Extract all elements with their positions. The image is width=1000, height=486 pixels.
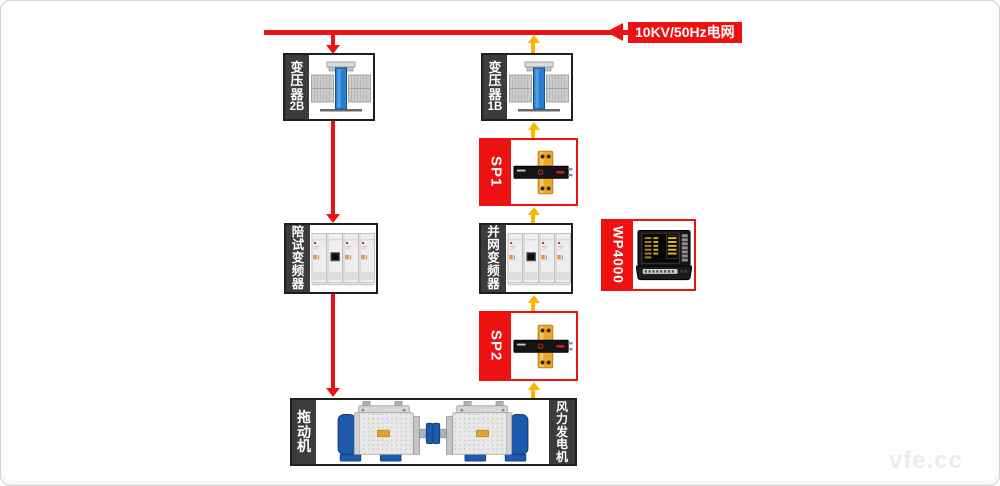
grid-label: 10KV/50Hz电网 [628, 22, 742, 43]
flow-arrowhead-gridconv-to-sp1 [528, 207, 540, 215]
grid-flow-arrowhead [606, 23, 623, 41]
node-label-sp2: SP2 [481, 313, 511, 379]
flow-arrowhead-1b-to-grid [528, 35, 540, 43]
grid-bus-line [264, 30, 628, 35]
node-motor-generator-bench: 拖动机 [290, 398, 577, 466]
sp-sensor-image [511, 140, 576, 204]
flow-line-grid-to-2b [331, 34, 335, 47]
flow-arrowhead-sp2-to-gridconv [528, 295, 540, 303]
flow-arrowhead-grid-to-2b [326, 45, 340, 54]
sp-sensor-image [511, 313, 576, 379]
flow-line-sp2-to-gridconv [531, 302, 535, 311]
flow-arrowhead-2b-to-test-converter [326, 214, 340, 223]
wp4000-analyzer-image [633, 221, 694, 289]
flow-arrowhead-testconv-to-motor [326, 388, 340, 397]
node-sp2-sensor: SP2 [479, 311, 578, 381]
watermark: vfe.cc [888, 447, 963, 474]
node-label-sp1: SP1 [481, 140, 511, 204]
node-label-drive-motor: 拖动机 [292, 400, 316, 464]
node-test-converter: 陪试变频器 [284, 223, 378, 294]
flow-line-2b-to-test-converter [331, 121, 335, 215]
flow-line-sp1-to-1b [531, 129, 535, 138]
node-label-grid-converter: 并网变频器 [481, 225, 506, 292]
flow-line-generator-to-sp2 [531, 389, 535, 398]
transformer-image [309, 55, 373, 119]
flow-line-gridconv-to-sp1 [531, 214, 535, 223]
flow-arrowhead-generator-to-sp2 [528, 382, 540, 390]
inverter-cabinet-image [506, 225, 571, 292]
transformer-image [507, 55, 571, 119]
flow-arrowhead-sp1-to-1b [528, 122, 540, 130]
inverter-cabinet-image [310, 225, 376, 292]
motor-pair-image [316, 400, 549, 464]
node-sp1-sensor: SP1 [479, 138, 578, 206]
flow-line-1b-to-grid [531, 42, 535, 53]
node-wp4000-analyzer: WP4000 [601, 219, 696, 291]
node-grid-converter: 并网变频器 [479, 223, 573, 294]
node-label-wp4000: WP4000 [603, 221, 633, 289]
node-label-test-converter: 陪试变频器 [286, 225, 310, 292]
flow-line-testconv-to-motor [331, 294, 335, 389]
node-label-wind-generator: 风力发电机 [549, 400, 575, 464]
